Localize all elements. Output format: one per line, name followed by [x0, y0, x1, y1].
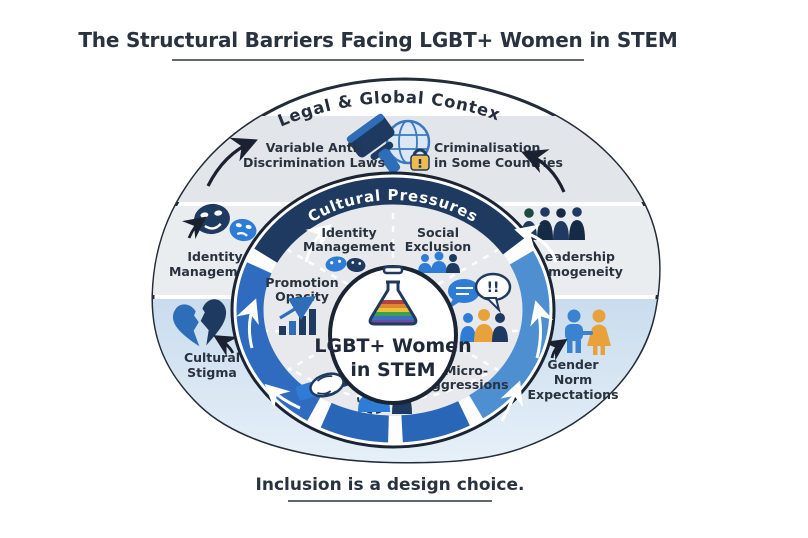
ring-flow-arrows [236, 224, 558, 422]
inner-label-social-exclusion: Social Exclusion [405, 225, 471, 254]
inner-label-promotion-opacity: Promotion Opacity [265, 275, 338, 304]
center-label: LGBT+ Women in STEM [314, 335, 471, 381]
ring-segment-navy [236, 177, 550, 443]
context-label-gender-norm: Gender Norm Expectations [527, 357, 618, 402]
svg-text:Leadership: Leadership [537, 249, 615, 264]
svg-text:!!: !! [487, 280, 500, 296]
svg-text:in STEM: in STEM [350, 359, 435, 381]
svg-text:Norm: Norm [554, 372, 592, 387]
svg-text:LGBT+ Women: LGBT+ Women [314, 335, 471, 357]
svg-text:Expectations: Expectations [527, 387, 618, 402]
svg-text:Management: Management [303, 239, 395, 254]
flow-arrow-bottom-left-icon [264, 383, 301, 410]
flow-arrow-left-icon [236, 298, 259, 349]
arrow-to-masks-icon [181, 216, 207, 240]
man-woman-couple-icon [565, 309, 611, 355]
flow-arrow-upper-left-icon [304, 224, 332, 263]
svg-text:Opacity: Opacity [275, 289, 329, 304]
flow-arrow-right-icon [530, 300, 554, 359]
caption: Inclusion is a design choice. [256, 475, 525, 495]
svg-text:Micro-: Micro- [444, 363, 488, 378]
mask-icon [325, 256, 366, 273]
arrow-up-left-icon [206, 137, 258, 187]
svg-text:Promotion: Promotion [265, 275, 338, 290]
svg-text:Homogeneity: Homogeneity [529, 264, 623, 279]
bystanders-group-icon [460, 309, 508, 342]
broken-heart-icon [173, 299, 227, 347]
svg-text:Stigma: Stigma [187, 365, 237, 380]
svg-text:Variable Anti-: Variable Anti- [266, 140, 362, 155]
rainbow-flask-icon [368, 265, 418, 326]
flow-arrow-upper-right-icon [514, 224, 558, 263]
speech-bubbles-icon: !! [447, 272, 512, 314]
arrow-to-heart-icon [213, 335, 239, 357]
growth-chart-icon [279, 296, 317, 335]
flow-arrow-bottom-right-icon [500, 380, 523, 422]
context-label-cultural-stigma: Cultural Stigma [184, 350, 240, 380]
svg-text:Exclusion: Exclusion [405, 239, 471, 254]
svg-text:aggressions: aggressions [423, 377, 508, 392]
svg-text:Social: Social [417, 225, 459, 240]
gavel-globe-lock-icon [346, 113, 431, 174]
svg-text:Gender: Gender [547, 357, 599, 372]
svg-text:Cultural: Cultural [184, 350, 240, 365]
svg-text:Criminalisation: Criminalisation [434, 140, 540, 155]
page-title: The Structural Barriers Facing LGBT+ Wom… [78, 28, 677, 52]
arrow-to-couple-icon [542, 338, 568, 361]
svg-text:Identity: Identity [187, 249, 242, 264]
svg-text:Discrimination Laws: Discrimination Laws [243, 155, 385, 170]
legal-left-label: Variable Anti- Discrimination Laws [243, 140, 385, 170]
svg-text:Identity: Identity [321, 225, 376, 240]
inner-label-micro-aggressions: Micro- aggressions [423, 363, 508, 392]
inner-label-identity-management: Identity Management [303, 225, 395, 254]
excluded-group-icon [418, 251, 460, 273]
arrow-up-right-icon [521, 149, 566, 193]
